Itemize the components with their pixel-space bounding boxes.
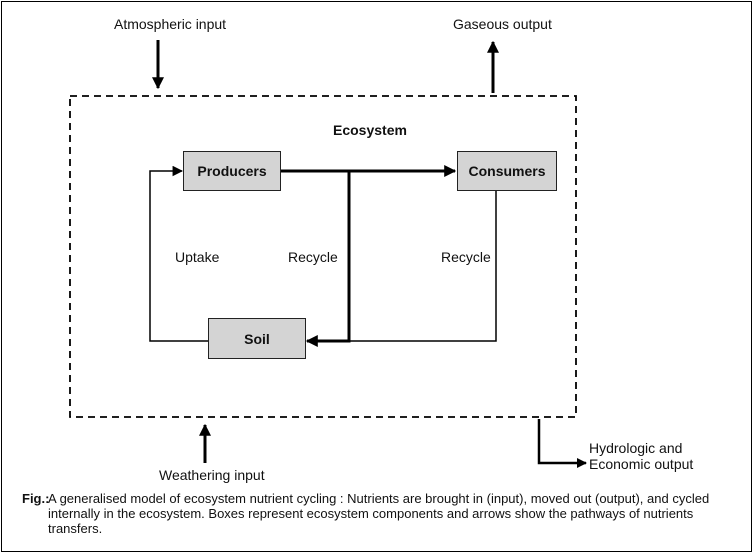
caption-text: A generalised model of ecosystem nutrien… [48,491,710,536]
soil-node: Soil [208,318,306,359]
soil-label: Soil [244,330,270,347]
uptake-label: Uptake [175,249,220,265]
hydrologic-output-label-line1: Hydrologic and [589,440,683,456]
producers-node: Producers [183,151,281,191]
atmospheric-input-label: Atmospheric input [114,16,227,32]
hydrologic-output-label-line2: Economic output [589,456,694,472]
recycle-right-label: Recycle [441,249,491,265]
recycle-right-path [349,191,497,342]
caption-prefix: Fig.: [22,491,50,506]
gaseous-output-label: Gaseous output [453,16,552,32]
ecosystem-title: Ecosystem [333,122,407,138]
hydrologic-output-arrow [537,419,587,468]
uptake-path [149,165,208,342]
weathering-input-label: Weathering input [159,467,265,483]
recycle-left-label: Recycle [288,249,338,265]
producers-label: Producers [197,163,267,179]
consumers-label: Consumers [468,163,546,179]
consumers-node: Consumers [457,151,557,191]
ecosystem-boundary [69,95,577,418]
